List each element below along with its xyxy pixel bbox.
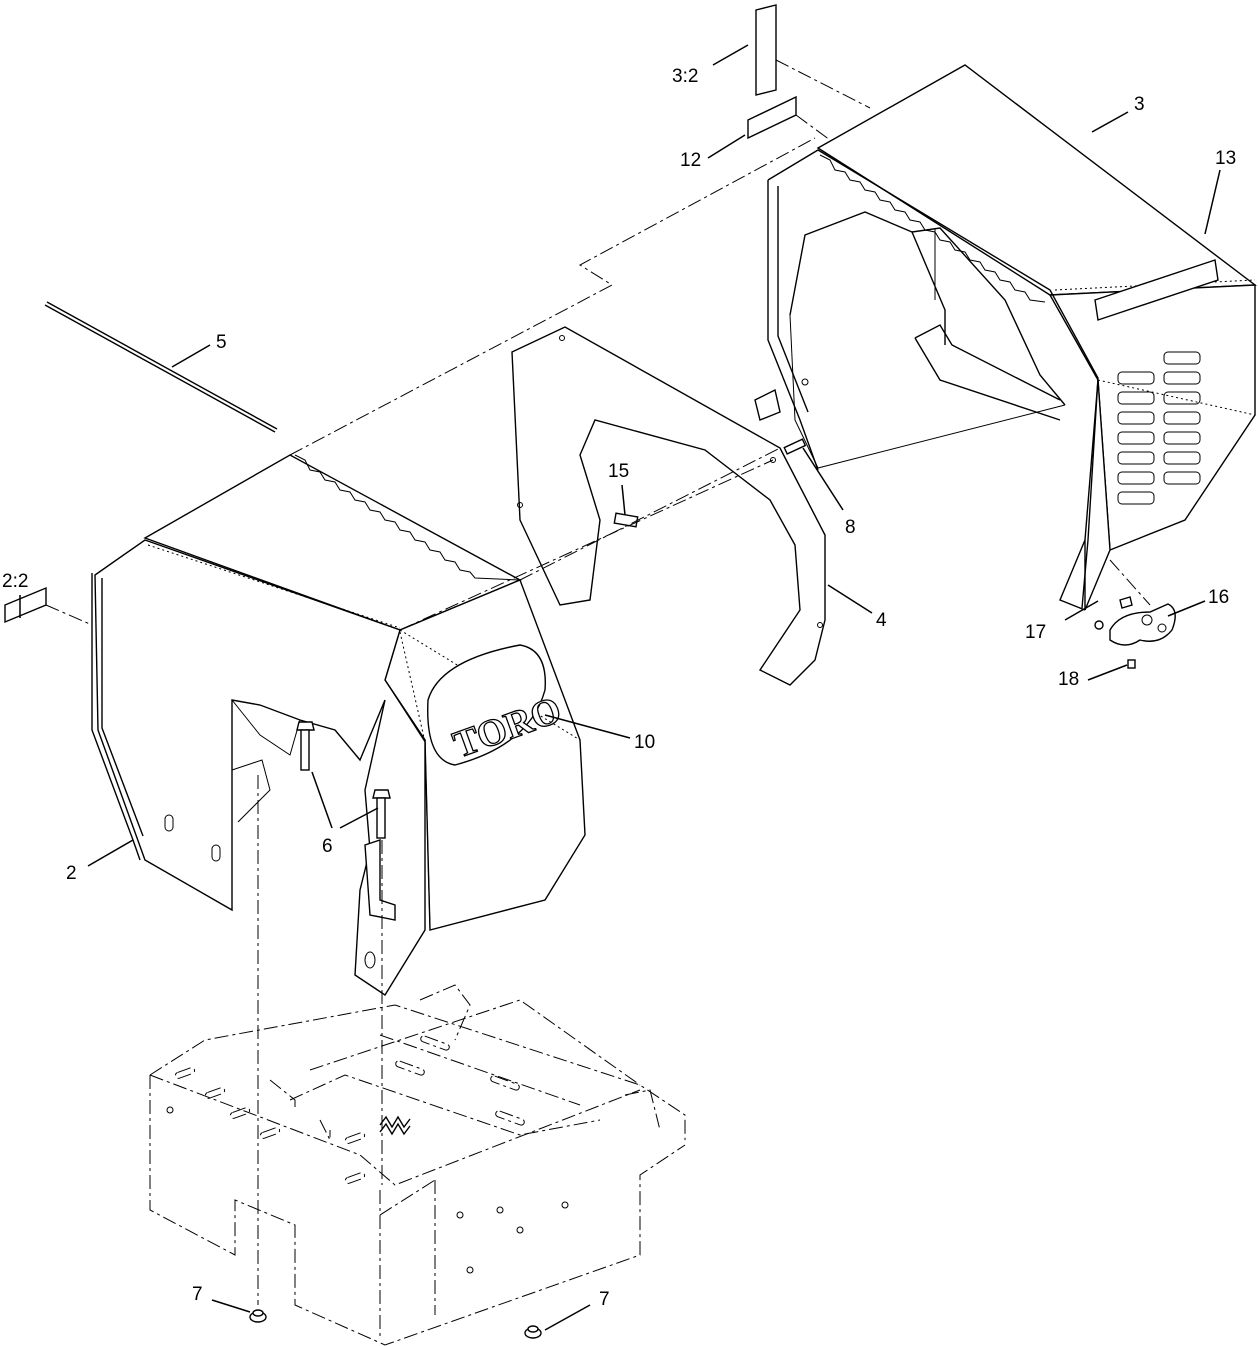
- callout-7-right: 7: [599, 1289, 610, 1310]
- callout-15: 15: [608, 461, 629, 482]
- rear-hinge: [819, 154, 1046, 303]
- callout-3-2: 3:2: [672, 66, 698, 87]
- spring: [379, 1115, 411, 1136]
- callout-3: 3: [1134, 94, 1145, 115]
- callout-13: 13: [1215, 148, 1236, 169]
- bolt-6-right: [372, 789, 391, 839]
- front-hinge: [294, 454, 521, 581]
- callout-labels: 3:2 12 3 13 5 15 8 2:2 4 16 17 18 10 6 2…: [2, 66, 1236, 1310]
- nut-7-right: [524, 1325, 542, 1339]
- assembly-lines: [45, 59, 1151, 1305]
- bolt-6-left: [296, 721, 315, 771]
- decal-12: [747, 95, 797, 140]
- callout-10: 10: [634, 732, 655, 753]
- latch-assembly: [1094, 596, 1176, 669]
- louver-grid: [1117, 351, 1201, 505]
- callout-6: 6: [322, 836, 333, 857]
- callout-5: 5: [216, 332, 227, 353]
- front-hood: TORO: [91, 454, 586, 996]
- callout-2: 2: [66, 863, 77, 884]
- callout-7-left: 7: [192, 1284, 203, 1305]
- decal-2-2: [4, 586, 47, 624]
- callout-8: 8: [845, 517, 856, 538]
- nut-7-left: [249, 1309, 267, 1323]
- callout-16: 16: [1208, 587, 1229, 608]
- callout-18: 18: [1058, 669, 1079, 690]
- callout-4: 4: [876, 610, 887, 631]
- rear-hood-panel: [754, 64, 1257, 611]
- side-panel-4: [511, 326, 826, 686]
- decal-3-2: [755, 4, 777, 96]
- callout-12: 12: [680, 150, 701, 171]
- base-frame: [149, 984, 686, 1346]
- leader-lines: [19, 44, 1221, 1331]
- callout-17: 17: [1025, 622, 1046, 643]
- hinge-rod: [44, 304, 276, 433]
- bolt-8: [783, 438, 807, 455]
- callout-2-2: 2:2: [2, 571, 28, 592]
